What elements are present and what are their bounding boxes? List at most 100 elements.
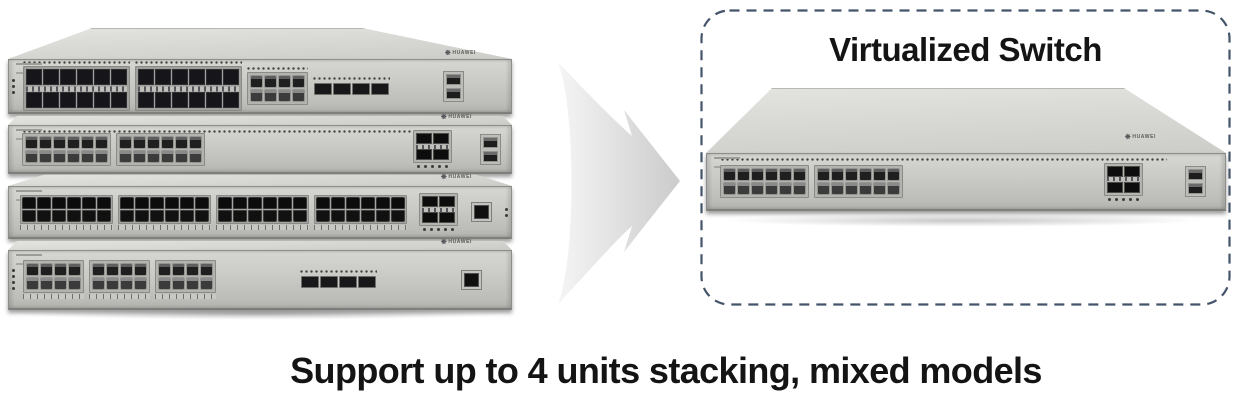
- sfp-port: [223, 69, 239, 85]
- led-dot: [423, 228, 426, 231]
- console-port: [471, 202, 492, 222]
- led-dot: [424, 165, 427, 168]
- led-dot: [1129, 197, 1132, 201]
- vent-holes: [313, 76, 390, 80]
- console-port: [446, 87, 461, 99]
- rj45-port: [119, 135, 132, 149]
- console-port: [1188, 183, 1203, 194]
- rj45-port: [175, 149, 188, 163]
- port-number-labels: [155, 294, 216, 299]
- transform-arrow-icon: [558, 62, 680, 304]
- sfp-port: [416, 133, 432, 144]
- port-row: [250, 89, 305, 102]
- led-dot: [431, 165, 434, 168]
- rj45-port: [120, 277, 133, 290]
- rj45-port: [120, 209, 134, 222]
- rj45-port-group: [247, 67, 308, 105]
- rj45-dark-ports: [216, 194, 309, 224]
- brand-text: HUAWEI: [452, 50, 476, 56]
- led-dot: [437, 228, 440, 231]
- sfp-port: [1107, 181, 1123, 193]
- rj45-port: [172, 277, 185, 290]
- rj45-port-group: [20, 194, 113, 230]
- port-row: [250, 75, 305, 88]
- sfp-port: [138, 92, 154, 108]
- rj45-port: [52, 209, 66, 222]
- brand-text: HUAWEI: [1132, 134, 1156, 140]
- sfp-quad-ports: [413, 130, 452, 163]
- huawei-fan-icon: ❋: [444, 49, 452, 57]
- rj45-port: [248, 209, 262, 222]
- rj45-port: [180, 196, 194, 209]
- rj45-port: [845, 182, 858, 195]
- led-indicators: [505, 207, 508, 217]
- virtualized-switch-panel: Virtualized Switch ❋HUAWEI: [700, 9, 1231, 306]
- port-row: [422, 196, 455, 207]
- rj45-port: [859, 182, 872, 195]
- rj45-port: [873, 182, 886, 195]
- rj45-port: [292, 75, 305, 88]
- sfp-port: [94, 92, 110, 108]
- rj45-port: [134, 263, 147, 276]
- led-dot: [12, 84, 15, 88]
- port-row: [92, 277, 147, 290]
- rj45-port: [464, 272, 479, 287]
- sfp-port: [77, 92, 93, 108]
- port-row: [316, 209, 405, 222]
- rj45-port-group: [116, 132, 205, 166]
- sfp-port: [339, 276, 357, 288]
- rj45-port: [331, 209, 345, 222]
- led-dot: [1115, 197, 1118, 201]
- rj45-port: [37, 196, 51, 209]
- huawei-logo: ❋HUAWEI: [441, 239, 472, 246]
- sfp-port: [206, 69, 222, 85]
- management-ports: [443, 70, 464, 102]
- rj45-port: [751, 168, 764, 181]
- rj45-port: [158, 277, 171, 290]
- switch-top-face: [8, 174, 512, 186]
- sfp-quad-ports: [419, 193, 458, 226]
- rj45-port: [859, 168, 872, 181]
- sfp-port-block: [135, 61, 242, 111]
- led-indicators: [12, 269, 15, 290]
- port-row: [158, 263, 213, 276]
- sfp-port: [358, 276, 376, 288]
- rj45-port: [119, 149, 132, 163]
- rj45-port: [278, 209, 292, 222]
- brand-text: HUAWEI: [448, 239, 472, 245]
- rj45-port: [278, 89, 291, 102]
- rj45-port: [53, 135, 66, 149]
- led-dot: [445, 165, 448, 168]
- rj45-port: [248, 196, 262, 209]
- sfp-port: [371, 82, 389, 95]
- rj45-metal-ports: [155, 260, 216, 293]
- rj45-port: [133, 135, 146, 149]
- led-dot: [1108, 197, 1111, 201]
- rj45-port: [53, 149, 66, 163]
- rj45-port: [887, 168, 900, 181]
- vent-holes: [135, 61, 242, 64]
- rj45-port: [39, 149, 52, 163]
- rj45-port: [186, 277, 199, 290]
- rj45-port: [95, 135, 108, 149]
- led-dot: [12, 78, 15, 82]
- sfp-port: [26, 69, 42, 85]
- port-row: [1107, 165, 1140, 177]
- sfp-port: [77, 69, 93, 85]
- rj45-port: [25, 149, 38, 163]
- rj45-port: [161, 135, 174, 149]
- led-dot: [451, 228, 454, 231]
- rj45-port-group: [814, 165, 903, 198]
- huawei-logo: ❋HUAWEI: [1125, 134, 1156, 141]
- vent-holes: [247, 67, 308, 70]
- rj45-port: [316, 209, 330, 222]
- rj45-port: [25, 135, 38, 149]
- huawei-logo: ❋HUAWEI: [444, 49, 476, 57]
- rj45-port: [264, 89, 277, 102]
- stack-switch-1: ❋HUAWEI: [8, 28, 512, 114]
- port-number-labels: [216, 224, 309, 230]
- rj45-port: [39, 135, 52, 149]
- port-row: [26, 263, 81, 276]
- rj45-port: [293, 209, 307, 222]
